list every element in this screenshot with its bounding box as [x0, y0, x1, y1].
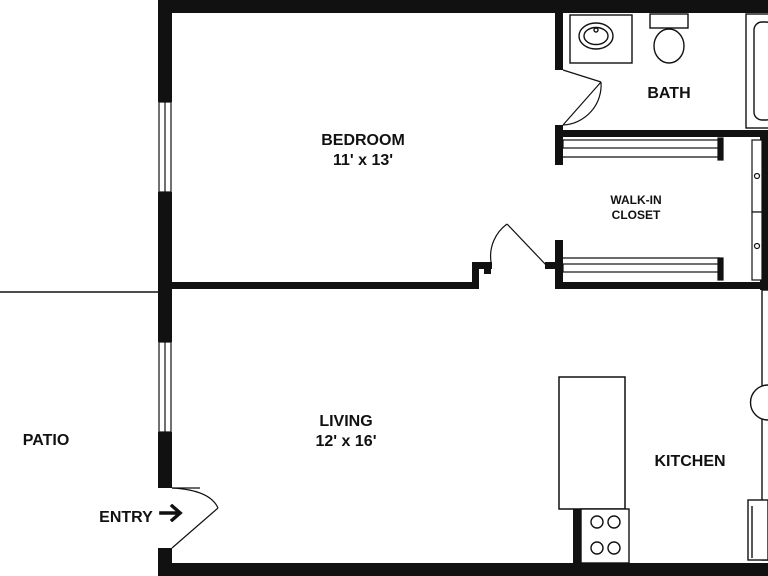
closet-name-line2: CLOSET	[611, 208, 661, 222]
closet-label: WALK-IN CLOSET	[610, 193, 661, 223]
exterior-walls	[158, 0, 768, 576]
closet-name-line1: WALK-IN	[610, 193, 662, 207]
closet-right-panels	[751, 139, 763, 281]
bedroom-label: BEDROOM 11' x 13'	[321, 131, 405, 171]
living-label: LIVING 12' x 16'	[316, 412, 377, 452]
window-bedroom	[158, 101, 172, 193]
entry-label: ENTRY	[99, 503, 185, 528]
bedroom-door	[490, 223, 548, 267]
interior-walls	[172, 13, 768, 290]
bedroom-size: 11' x 13'	[332, 152, 394, 169]
entry-door	[171, 487, 219, 549]
patio-label: PATIO	[22, 432, 70, 449]
bathtub	[745, 13, 768, 129]
bath-door	[562, 69, 602, 126]
kitchen-label: KITCHEN	[654, 453, 726, 470]
living-name: LIVING	[319, 413, 373, 430]
closet-shelf-bottom	[562, 257, 724, 281]
kitchen-island	[558, 376, 626, 510]
arrow-right-icon	[157, 503, 185, 528]
bath-label: BATH	[647, 85, 691, 102]
living-size: 12' x 16'	[315, 433, 377, 450]
kitchen-right-fixtures	[747, 289, 768, 561]
closet-shelf-top	[562, 137, 724, 161]
kitchen-range	[580, 508, 630, 564]
window-living	[158, 341, 172, 433]
bath-sink	[569, 14, 633, 64]
bedroom-name: BEDROOM	[321, 132, 405, 149]
entry-text: ENTRY	[99, 509, 153, 526]
toilet	[649, 13, 689, 64]
range-side-wall	[573, 509, 581, 563]
